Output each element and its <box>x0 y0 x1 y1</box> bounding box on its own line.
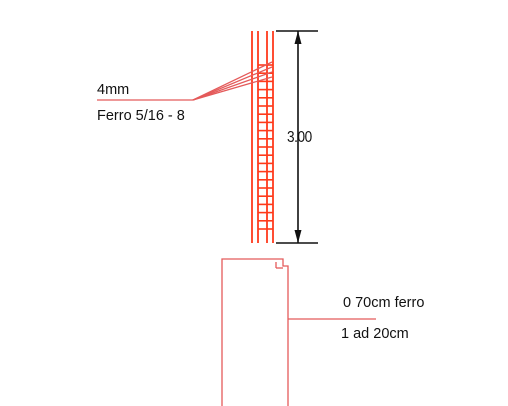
column-stirrups <box>258 64 273 230</box>
rebar-spec-label: Ferro 5/16 - 8 <box>97 108 185 124</box>
footing-spacing-label: 1 ad 20cm <box>341 326 409 342</box>
rebar-diameter-label: 4mm <box>97 82 130 98</box>
footing-rebar-label: 0 70cm ferro <box>343 295 425 311</box>
column-longitudinal-rebars <box>251 31 274 243</box>
dimension-arrow-top <box>294 31 302 44</box>
dimension-arrow-bottom <box>294 230 302 243</box>
column-annotation-leader <box>97 61 273 101</box>
footing-outline <box>221 258 289 406</box>
height-dimension-line <box>276 30 318 244</box>
height-dimension-label: 3.00 <box>287 129 312 146</box>
